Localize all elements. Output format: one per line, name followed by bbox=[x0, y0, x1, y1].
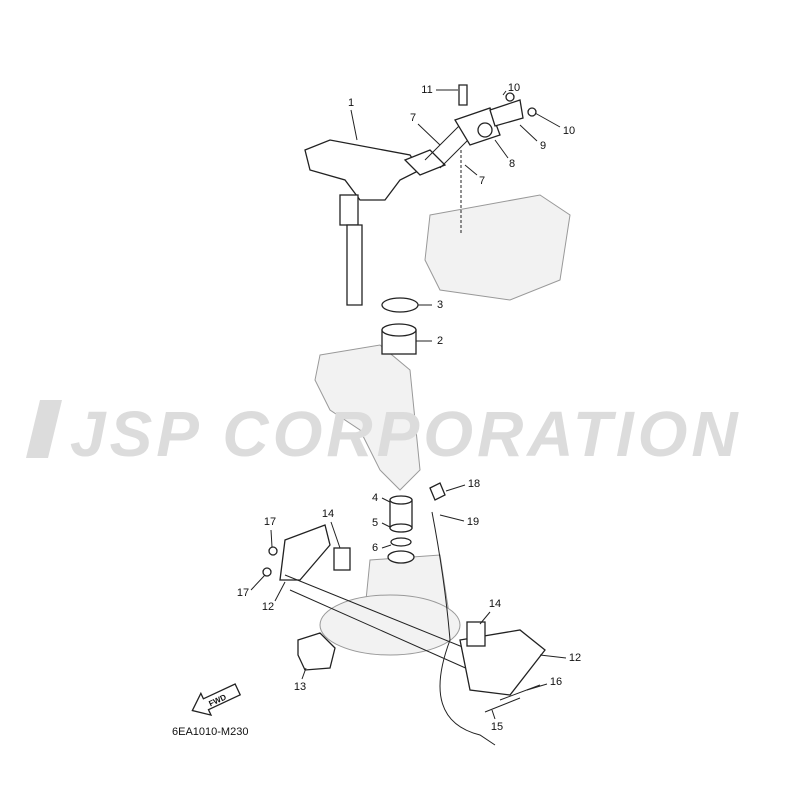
part-seal bbox=[387, 550, 415, 564]
callout-13: 13 bbox=[294, 681, 306, 693]
callout-14: 14 bbox=[489, 598, 501, 610]
svg-text:JSP CORPORATION: JSP CORPORATION bbox=[70, 398, 742, 470]
part-upper-mount bbox=[454, 84, 537, 146]
callout-1: 1 bbox=[348, 97, 354, 109]
fwd-arrow-icon: FWD bbox=[191, 683, 242, 717]
watermark: JSP CORPORATION bbox=[26, 398, 742, 470]
callout-10: 10 bbox=[508, 82, 520, 94]
callout-3: 3 bbox=[437, 299, 443, 311]
part-lower-bushing bbox=[389, 495, 413, 533]
callout-9: 9 bbox=[540, 140, 546, 152]
callout-labels: 1 11 10 10 7 8 9 7 3 2 4 18 5 19 6 17 14… bbox=[237, 82, 581, 733]
callout-12: 12 bbox=[262, 601, 274, 613]
callout-18: 18 bbox=[468, 478, 480, 490]
part-steering-bracket bbox=[304, 139, 447, 306]
bottom-cowling-ghost bbox=[314, 194, 571, 656]
part-screw-18 bbox=[429, 482, 446, 501]
callout-15: 15 bbox=[491, 721, 503, 733]
part-ground-lead bbox=[431, 511, 496, 746]
callout-7: 7 bbox=[410, 112, 416, 124]
callout-19: 19 bbox=[467, 516, 479, 528]
callout-5: 5 bbox=[372, 517, 378, 529]
diagram-code: 6EA1010-M230 bbox=[172, 726, 248, 738]
part-lower-mount-left bbox=[262, 524, 351, 581]
callout-6: 6 bbox=[372, 542, 378, 554]
callout-12: 12 bbox=[569, 652, 581, 664]
leader-lines bbox=[250, 89, 567, 720]
part-bushing-2 bbox=[381, 323, 417, 355]
part-bolts-15-16 bbox=[484, 684, 541, 713]
callout-11: 11 bbox=[421, 84, 432, 96]
callout-14: 14 bbox=[322, 508, 334, 520]
part-damper-13 bbox=[297, 632, 336, 671]
part-bushing-3 bbox=[381, 297, 419, 313]
part-mount-shaft bbox=[284, 574, 471, 671]
part-lower-mount-right bbox=[459, 621, 546, 696]
callout-17: 17 bbox=[237, 587, 249, 599]
callout-10: 10 bbox=[563, 125, 575, 137]
callout-7: 7 bbox=[479, 175, 485, 187]
callout-16: 16 bbox=[550, 676, 562, 688]
part-o-ring bbox=[390, 537, 412, 547]
callout-17: 17 bbox=[264, 516, 276, 528]
callout-4: 4 bbox=[372, 492, 378, 504]
callout-8: 8 bbox=[509, 158, 515, 170]
callout-2: 2 bbox=[437, 335, 443, 347]
